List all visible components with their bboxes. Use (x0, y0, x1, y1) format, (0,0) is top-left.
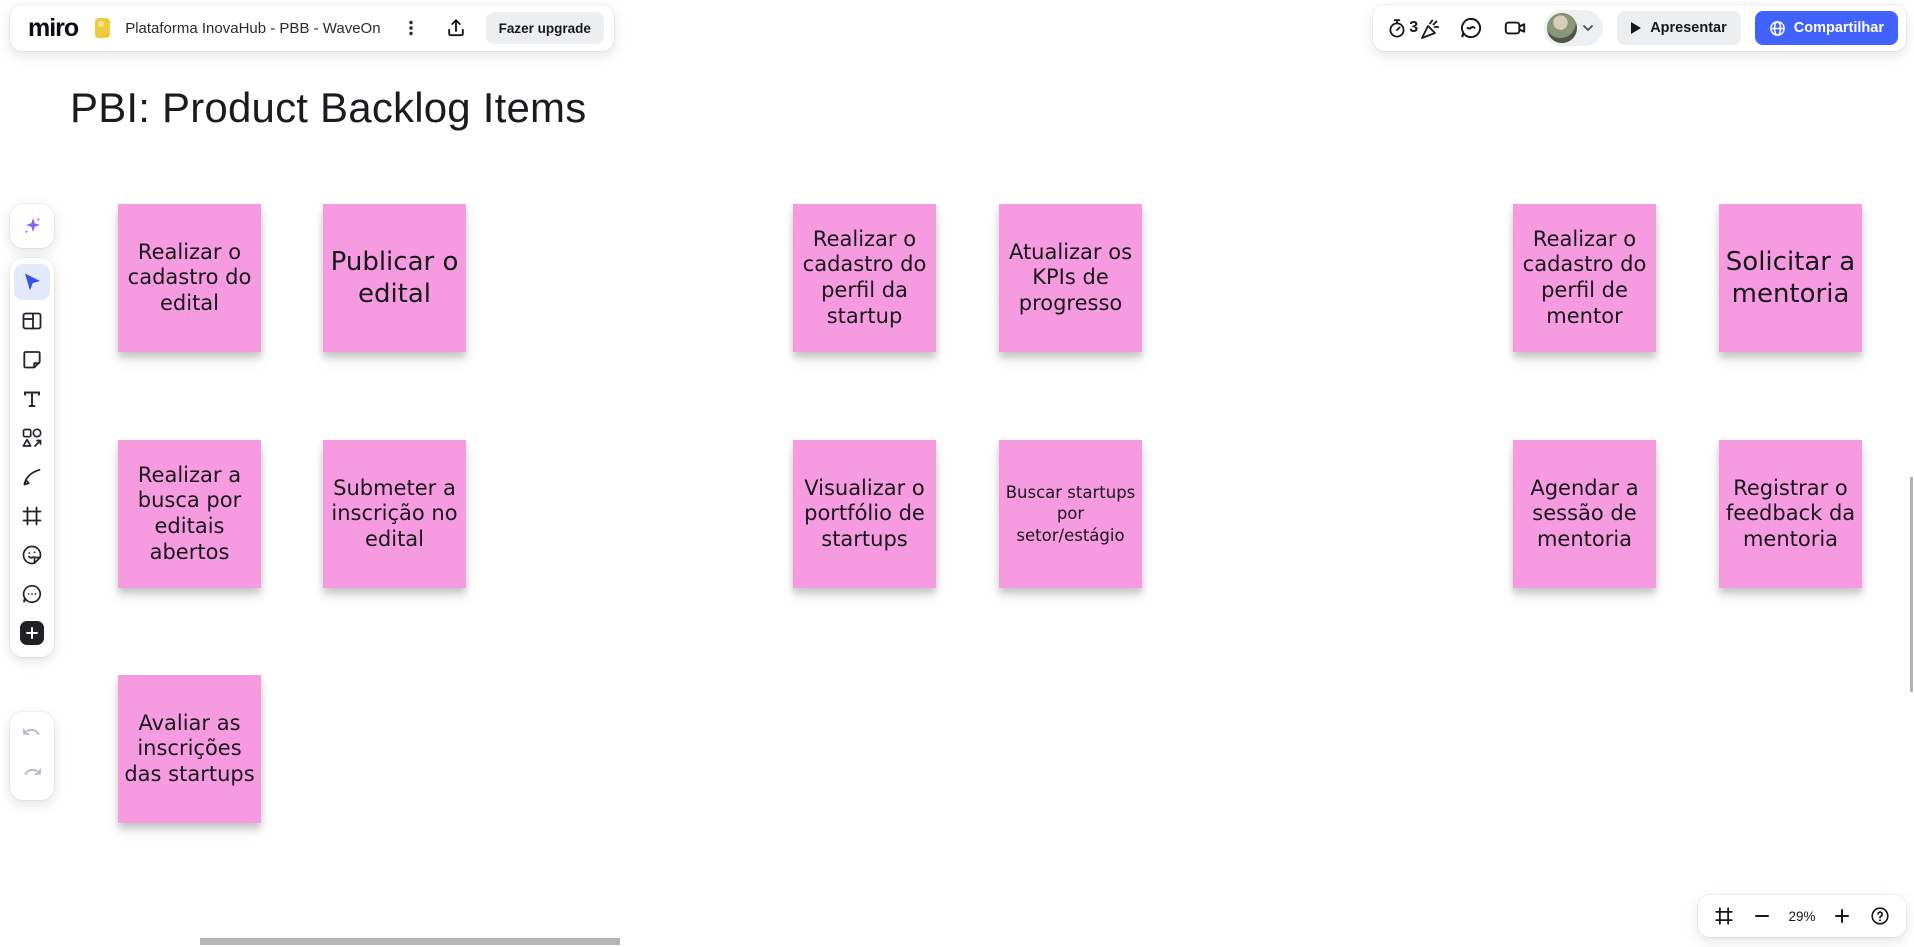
zoom-out-button[interactable] (1744, 898, 1780, 934)
shapes-tool[interactable] (14, 420, 50, 456)
help-icon (1871, 907, 1889, 925)
undo-button[interactable] (14, 718, 50, 754)
sticky-note[interactable]: Registrar o feedback da mentoria (1719, 440, 1862, 588)
main-toolbar (10, 258, 54, 657)
undo-icon (22, 728, 40, 736)
history-toolbar (10, 712, 54, 800)
plus-icon (1835, 909, 1849, 923)
share-button[interactable]: Compartilhar (1754, 11, 1898, 45)
sticky-note[interactable]: Publicar o edital (323, 204, 466, 352)
horizontal-scrollbar[interactable] (200, 938, 620, 945)
templates-tool[interactable] (14, 303, 50, 339)
sticky-note[interactable]: Realizar o cadastro do perfil da startup (793, 204, 936, 352)
minus-icon (1755, 915, 1769, 917)
chat-face-icon (1461, 17, 1482, 39)
sparkles-icon (24, 217, 41, 234)
stopwatch-icon (1389, 19, 1405, 38)
pen-icon (23, 468, 41, 486)
frame-tool[interactable] (14, 498, 50, 534)
export-up-icon (447, 19, 464, 37)
stickers-tool[interactable] (14, 537, 50, 573)
sticky-note[interactable]: Buscar startups por setor/estágio (999, 440, 1142, 588)
ai-assistant-button[interactable] (14, 208, 50, 244)
video-camera-icon (1505, 21, 1526, 35)
user-avatar (1547, 13, 1578, 43)
upgrade-button[interactable]: Fazer upgrade (485, 12, 604, 44)
sticky-note-icon (23, 351, 41, 369)
templates-icon (22, 312, 42, 330)
interaction-tools-button[interactable]: 3 (1387, 13, 1442, 43)
redo-button[interactable] (14, 758, 50, 794)
reactions-button[interactable] (1456, 13, 1486, 43)
sticky-note[interactable]: Realizar o cadastro do edital (118, 204, 261, 352)
timer-count-label: 3 (1409, 19, 1419, 36)
sticky-note[interactable]: Atualizar os KPIs de progresso (999, 204, 1142, 352)
globe-icon (1769, 20, 1785, 36)
more-tools-button[interactable] (14, 615, 50, 651)
share-label: Compartilhar (1793, 20, 1884, 36)
text-icon (24, 391, 40, 407)
sticky-note[interactable]: Realizar o cadastro do perfil de mentor (1513, 204, 1656, 352)
miro-logo[interactable]: miro (28, 13, 79, 42)
present-label: Apresentar (1650, 20, 1727, 36)
sticky-note[interactable]: Avaliar as inscrições das startups (118, 675, 261, 823)
zoom-controls: 29% (1698, 895, 1906, 937)
ai-toolbar (10, 204, 54, 248)
present-button[interactable]: Apresentar (1617, 11, 1741, 45)
video-chat-button[interactable] (1500, 13, 1530, 43)
app-header-left: miro Plataforma InovaHub - PBB - WaveOn … (10, 5, 614, 51)
board-icon (95, 18, 111, 38)
comment-tool[interactable] (14, 576, 50, 612)
sticker-face-icon (22, 545, 42, 565)
select-tool[interactable] (14, 264, 50, 300)
sticky-note-tool[interactable] (14, 342, 50, 378)
shapes-icon (22, 428, 42, 448)
zoom-in-button[interactable] (1824, 898, 1860, 934)
text-tool[interactable] (14, 381, 50, 417)
zoom-level-label[interactable]: 29% (1788, 908, 1816, 924)
redo-icon (24, 768, 42, 776)
export-button[interactable] (441, 13, 471, 43)
app-header-right: 3 Apresentar Compartilhar (1373, 5, 1906, 51)
party-popper-icon (1421, 19, 1440, 39)
fit-frame-icon (1715, 907, 1733, 925)
comment-icon (22, 584, 42, 604)
pen-tool[interactable] (14, 459, 50, 495)
plus-tile-icon (20, 621, 44, 645)
sticky-note[interactable]: Submeter a inscrição no edital (323, 440, 466, 588)
sticky-note[interactable]: Visualizar o portfólio de startups (793, 440, 936, 588)
board-heading-text[interactable]: PBI: Product Backlog Items (70, 84, 587, 131)
cursor-icon (25, 273, 40, 291)
board-menu-button[interactable] (396, 13, 426, 43)
fit-to-screen-button[interactable] (1706, 898, 1742, 934)
frame-icon (22, 506, 42, 526)
chevron-down-icon (1583, 25, 1594, 32)
sticky-note[interactable]: Realizar a busca por editais abertos (118, 440, 261, 588)
kebab-menu-icon (408, 20, 413, 36)
help-button[interactable] (1862, 898, 1898, 934)
play-icon (1631, 22, 1642, 34)
vertical-scrollbar[interactable] (1910, 477, 1913, 692)
sticky-note[interactable]: Agendar a sessão de mentoria (1513, 440, 1656, 588)
board-title[interactable]: Plataforma InovaHub - PBB - WaveOn (125, 19, 381, 37)
account-menu[interactable] (1544, 10, 1604, 46)
sticky-note[interactable]: Solicitar a mentoria (1719, 204, 1862, 352)
